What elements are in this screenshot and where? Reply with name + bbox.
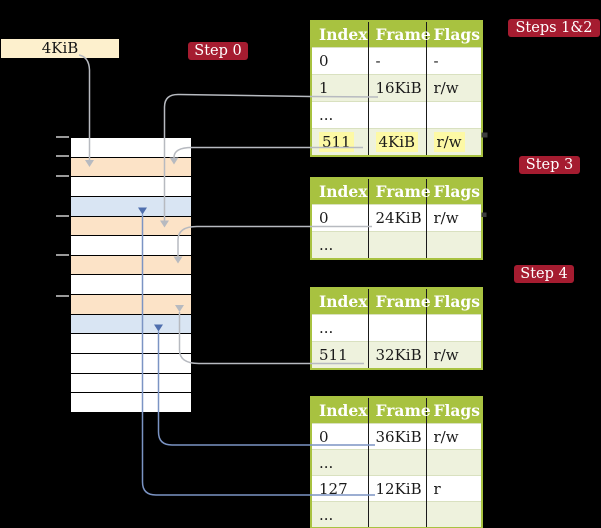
- frame-cell: 24KiB: [368, 204, 427, 232]
- index-cell: 127: [311, 475, 369, 502]
- table-row: ...: [311, 449, 482, 476]
- col-header-flags: Flags: [426, 288, 482, 315]
- memory-tick: [56, 155, 69, 157]
- memory-frame-row-5: [71, 236, 191, 256]
- frame-cell: 12KiB: [368, 475, 427, 502]
- flags-cell: r: [426, 475, 482, 502]
- memory-frame-row-0: [71, 138, 191, 158]
- memory-tick: [56, 294, 69, 297]
- memory-frame-row-3: [71, 196, 191, 217]
- col-header-frame: Frame: [368, 288, 431, 315]
- memory-frame-row-11: [71, 354, 191, 374]
- table-header-row: Index Frame Flags: [311, 397, 482, 424]
- table-row: ...: [311, 314, 482, 342]
- index-cell: 0: [311, 204, 369, 232]
- highlighted-value: 511: [319, 132, 354, 152]
- index-cell: ...: [311, 449, 369, 476]
- col-header-frame: Frame: [368, 178, 431, 205]
- memory-frame-row-7: [71, 275, 191, 296]
- col-header-flags: Flags: [426, 397, 482, 424]
- highlighted-value: r/w: [433, 132, 465, 152]
- frame-cell: [368, 449, 427, 476]
- table-row: ...: [311, 501, 482, 528]
- frame-cell: -: [368, 47, 427, 75]
- index-cell: 0: [311, 423, 369, 450]
- memory-frame-row-13: [71, 393, 191, 412]
- frame-cell: 4KiB: [368, 128, 427, 156]
- flags-cell: r/w: [426, 128, 482, 156]
- memory-frame-row-8: [71, 295, 191, 315]
- flags-cell: -: [426, 47, 482, 75]
- col-header-index: Index: [311, 397, 369, 424]
- flags-cell: [426, 449, 482, 476]
- col-header-flags: Flags: [426, 178, 482, 205]
- frame-size-label: 4KiB: [1, 39, 119, 58]
- frame-cell: [368, 101, 427, 129]
- table-row: 0--: [311, 47, 482, 75]
- step-3-badge: Step 3: [519, 156, 580, 174]
- memory-frame-row-1: [71, 157, 191, 178]
- memory-frame-row-12: [71, 373, 191, 394]
- flags-cell: r/w: [426, 423, 482, 450]
- table-header-row: Index Frame Flags: [311, 178, 482, 205]
- col-header-index: Index: [311, 178, 369, 205]
- frame-cell: 36KiB: [368, 423, 427, 450]
- flags-cell: r/w: [426, 74, 482, 102]
- memory-tick: [56, 174, 69, 177]
- steps-1-2-badge: Steps 1&2: [508, 19, 600, 37]
- memory-tick: [56, 135, 69, 138]
- col-header-flags: Flags: [426, 21, 482, 48]
- index-cell: ...: [311, 101, 369, 129]
- index-cell: 0: [311, 47, 369, 75]
- col-header-index: Index: [311, 21, 369, 48]
- col-header-index: Index: [311, 288, 369, 315]
- flags-cell: r/w: [426, 341, 482, 369]
- physical-memory-stack: [70, 137, 192, 413]
- highlighted-value: 4KiB: [375, 132, 419, 152]
- table-row: ...: [311, 101, 482, 129]
- index-cell: 511: [311, 128, 369, 156]
- index-cell: ...: [311, 501, 369, 528]
- flags-cell: [426, 101, 482, 129]
- index-cell: ...: [311, 231, 369, 259]
- flags-cell: [426, 231, 482, 259]
- step-0-badge: Step 0: [188, 42, 248, 60]
- frame-cell: 16KiB: [368, 74, 427, 102]
- frame-cell: [368, 501, 427, 528]
- table-row: ...: [311, 231, 482, 259]
- col-header-frame: Frame: [368, 397, 431, 424]
- frame-cell: [368, 314, 427, 342]
- index-cell: 1: [311, 74, 369, 102]
- memory-frame-row-9: [71, 314, 191, 335]
- memory-tick: [56, 214, 69, 217]
- memory-frame-row-2: [71, 177, 191, 197]
- frame-cell: [368, 231, 427, 259]
- step-4-badge: Step 4: [514, 265, 574, 283]
- flags-cell: [426, 314, 482, 342]
- table-row: 511 4KiB r/w: [311, 128, 482, 156]
- flags-cell: [426, 501, 482, 528]
- col-header-frame: Frame: [368, 21, 431, 48]
- index-cell: 511: [311, 341, 369, 369]
- memory-frame-row-4: [71, 216, 191, 237]
- flags-cell: r/w: [426, 204, 482, 232]
- memory-tick: [56, 254, 69, 256]
- memory-frame-row-10: [71, 334, 191, 355]
- table-header-row: Index Frame Flags: [311, 288, 482, 315]
- index-cell: ...: [311, 314, 369, 342]
- frame-cell: 32KiB: [368, 341, 427, 369]
- table-header-row: Index Frame Flags: [311, 21, 482, 48]
- memory-frame-row-6: [71, 255, 191, 276]
